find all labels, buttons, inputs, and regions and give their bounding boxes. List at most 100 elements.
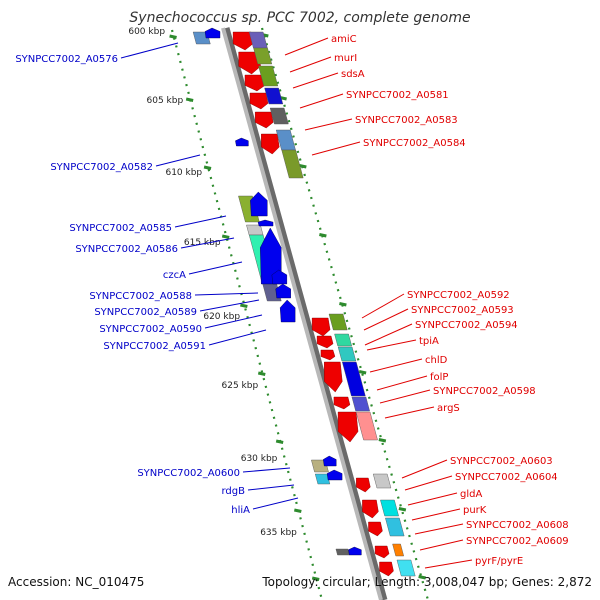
leader-reverse — [120, 42, 179, 59]
leader-reverse — [199, 299, 260, 312]
forward-gene-arrow — [316, 335, 334, 349]
scale-label-625-kbp: 625 kbp — [222, 381, 259, 391]
leader-reverse — [188, 261, 243, 275]
gene-label-synpcc7002-a0598: SYNPCC7002_A0598 — [433, 386, 536, 397]
forward-gene-block — [269, 107, 289, 125]
leader-forward — [366, 339, 417, 351]
forward-gene-arrow — [337, 411, 359, 443]
gene-label-synpcc7002-a0590: SYNPCC7002_A0590 — [99, 324, 202, 335]
gene-label-synpcc7002-a0591: SYNPCC7002_A0591 — [103, 341, 206, 352]
gene-label-chld: chlD — [425, 355, 448, 366]
forward-gene-arrow — [255, 111, 274, 129]
leader-reverse — [204, 314, 263, 329]
scale-tick — [418, 575, 426, 580]
leader-reverse — [194, 292, 259, 296]
topology-text: Topology: circular; Length: 3,008,047 bp… — [261, 575, 592, 589]
forward-gene-block — [253, 47, 273, 65]
leader-forward — [379, 389, 431, 404]
reverse-gene-arrow — [235, 137, 249, 147]
forward-gene-block — [385, 517, 405, 537]
forward-gene-block — [334, 333, 352, 347]
leader-reverse — [155, 154, 201, 167]
leader-forward — [369, 358, 423, 373]
label-leaders — [120, 37, 473, 569]
scale-ticks — [169, 33, 426, 581]
forward-gene-block — [396, 559, 416, 577]
forward-gene-arrow — [362, 499, 379, 519]
forward-gene-arrow — [311, 317, 331, 337]
gene-label-purk: purK — [463, 505, 487, 516]
reverse-gene-arrow — [257, 219, 274, 227]
gene-label-synpcc7002-a0581: SYNPCC7002_A0581 — [346, 90, 449, 101]
scale-tick — [358, 370, 367, 375]
leader-reverse — [252, 497, 299, 510]
forward-tick-track — [260, 27, 430, 600]
forward-gene-arrow — [320, 349, 336, 361]
scale-label-600-kbp: 600 kbp — [128, 27, 165, 37]
gene-label-sdsa: sdsA — [341, 69, 365, 80]
forward-gene-arrow — [324, 361, 343, 393]
leader-forward — [284, 37, 329, 56]
leader-forward — [292, 72, 339, 89]
forward-gene-block — [328, 313, 348, 331]
gene-label-synpcc7002-a0600: SYNPCC7002_A0600 — [137, 468, 240, 479]
scale-label-605-kbp: 605 kbp — [147, 96, 184, 106]
scale-tick — [169, 34, 177, 39]
gene-label-synpcc7002-a0604: SYNPCC7002_A0604 — [455, 472, 558, 483]
leader-reverse — [174, 215, 227, 228]
forward-gene-block — [351, 396, 370, 412]
leader-reverse — [180, 237, 235, 249]
gene-label-synpcc7002-a0603: SYNPCC7002_A0603 — [450, 456, 553, 467]
scale-tick — [294, 508, 302, 513]
leader-forward — [311, 141, 361, 156]
leader-forward — [364, 323, 413, 346]
leader-forward — [411, 508, 461, 521]
leader-forward — [376, 375, 428, 391]
gene-label-glda: gldA — [460, 489, 482, 500]
gene-label-synpcc7002-a0593: SYNPCC7002_A0593 — [411, 305, 514, 316]
forward-gene-block — [342, 361, 366, 397]
backbone-shadow — [222, 27, 388, 600]
scale-tick — [257, 371, 266, 376]
forward-gene-arrow — [249, 92, 269, 110]
gene-label-synpcc7002-a0592: SYNPCC7002_A0592 — [407, 290, 510, 301]
leader-forward — [361, 293, 405, 319]
gene-label-rdgb: rdgB — [222, 486, 246, 497]
forward-gene-arrow — [244, 74, 266, 92]
leader-reverse — [242, 467, 291, 473]
leader-reverse — [208, 329, 267, 346]
gene-label-synpcc7002-a0594: SYNPCC7002_A0594 — [415, 320, 518, 331]
scale-tick — [311, 576, 320, 581]
scale-tick — [240, 303, 248, 308]
leader-forward — [304, 118, 353, 131]
reverse-gene-arrow — [326, 469, 343, 481]
accession-text: Accession: NC_010475 — [8, 575, 144, 589]
forward-gene-block — [372, 473, 392, 489]
forward-gene-block — [337, 346, 357, 362]
leader-reverse — [247, 484, 295, 491]
gene-label-synpcc7002-a0584: SYNPCC7002_A0584 — [363, 138, 466, 149]
scale-label-610-kbp: 610 kbp — [165, 168, 202, 178]
gene-labels: amiCmurIsdsASYNPCC7002_A0581SYNPCC7002_A… — [15, 34, 568, 567]
gene-features — [192, 27, 416, 577]
scale-tick — [339, 302, 347, 307]
forward-gene-block — [264, 87, 284, 105]
gene-label-synpcc7002-a0588: SYNPCC7002_A0588 — [89, 291, 192, 302]
forward-gene-arrow — [232, 31, 254, 51]
leader-forward — [404, 475, 453, 491]
leader-forward — [289, 56, 332, 73]
leader-forward — [419, 539, 464, 551]
forward-gene-arrow — [261, 133, 280, 155]
leader-forward — [414, 523, 464, 535]
leader-forward — [424, 559, 473, 569]
scale-tick — [319, 233, 327, 238]
forward-gene-block — [258, 65, 279, 87]
gene-label-args: argS — [437, 403, 460, 414]
reverse-gene-arrow — [204, 27, 221, 39]
gene-label-pyrf-pyre: pyrF/pyrE — [475, 556, 523, 567]
scale-label-615-kbp: 615 kbp — [184, 238, 221, 248]
forward-gene-arrow — [374, 545, 390, 559]
forward-gene-block — [355, 411, 378, 441]
